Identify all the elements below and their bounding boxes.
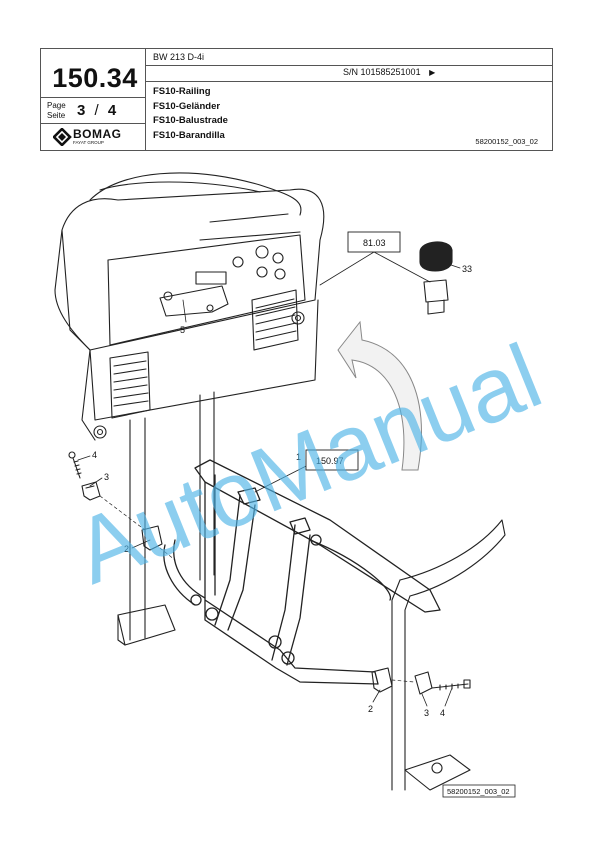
control-panel — [159, 245, 286, 317]
title-fr: FS10-Balustrade — [153, 115, 228, 126]
part-clamp-2-right — [371, 667, 393, 693]
callout-4-right: 4 — [440, 708, 445, 718]
callout-33: 33 — [462, 264, 472, 274]
page-label: Page Seite — [47, 101, 66, 120]
seat-rail — [391, 519, 506, 791]
ref-box-81-03: 81.03 — [347, 231, 401, 253]
callout-3-right: 3 — [424, 708, 429, 718]
callout-5: 5 — [180, 325, 185, 335]
svg-text:58200152_003_02: 58200152_003_02 — [447, 787, 510, 796]
page-number: 150.34 — [52, 63, 138, 93]
title-es: FS10-Barandilla — [153, 129, 225, 141]
drawing-reference: 58200152_003_02 — [475, 137, 538, 146]
part-bolt-4-left — [68, 451, 82, 479]
part-switch-knob-33 — [419, 241, 453, 272]
vent-grille-right — [251, 289, 299, 351]
svg-text:150.97: 150.97 — [316, 456, 344, 466]
model-name: BW 213 D-4i — [153, 52, 205, 62]
ref-box-150-97: 150.97 — [305, 449, 359, 471]
svg-text:81.03: 81.03 — [363, 238, 386, 248]
callout-2-right: 2 — [368, 704, 373, 714]
part-switch-body — [423, 279, 449, 315]
title-block: 150.34 Page Seite 3 / 4 BOMAG FAYAT GROU… — [40, 48, 553, 151]
callout-1: 1 — [296, 452, 301, 462]
dashboard-housing — [54, 172, 325, 441]
title-en: FS10-Railing — [153, 86, 211, 97]
vent-grille-left — [109, 351, 151, 419]
railing-frame — [163, 459, 441, 685]
support-column — [117, 391, 215, 646]
callout-4-left: 4 — [92, 450, 97, 460]
bomag-diamond-icon — [53, 128, 72, 146]
part-bolt-4-right — [431, 679, 471, 691]
page-counter: 3 / 4 — [77, 102, 117, 119]
dashed-guides — [99, 495, 415, 683]
title-de: FS10-Geländer — [153, 100, 221, 112]
serial-number: S/N 101585251001 ▶ — [343, 67, 436, 77]
part-clamp-2-left — [141, 525, 163, 551]
part-titles: FS10-Railing FS10-Geländer FS10-Balustra… — [153, 85, 228, 143]
watermark: AutoManual — [61, 325, 554, 604]
callout-2-left: 2 — [124, 544, 129, 554]
rotation-arrow — [337, 320, 422, 471]
footer-ref-box: 58200152_003_02 — [442, 784, 516, 798]
part-clamp-3-right — [414, 671, 433, 695]
part-clamp-3-left — [81, 481, 101, 501]
base-plate — [404, 754, 471, 791]
callout-3-left: 3 — [104, 472, 109, 482]
